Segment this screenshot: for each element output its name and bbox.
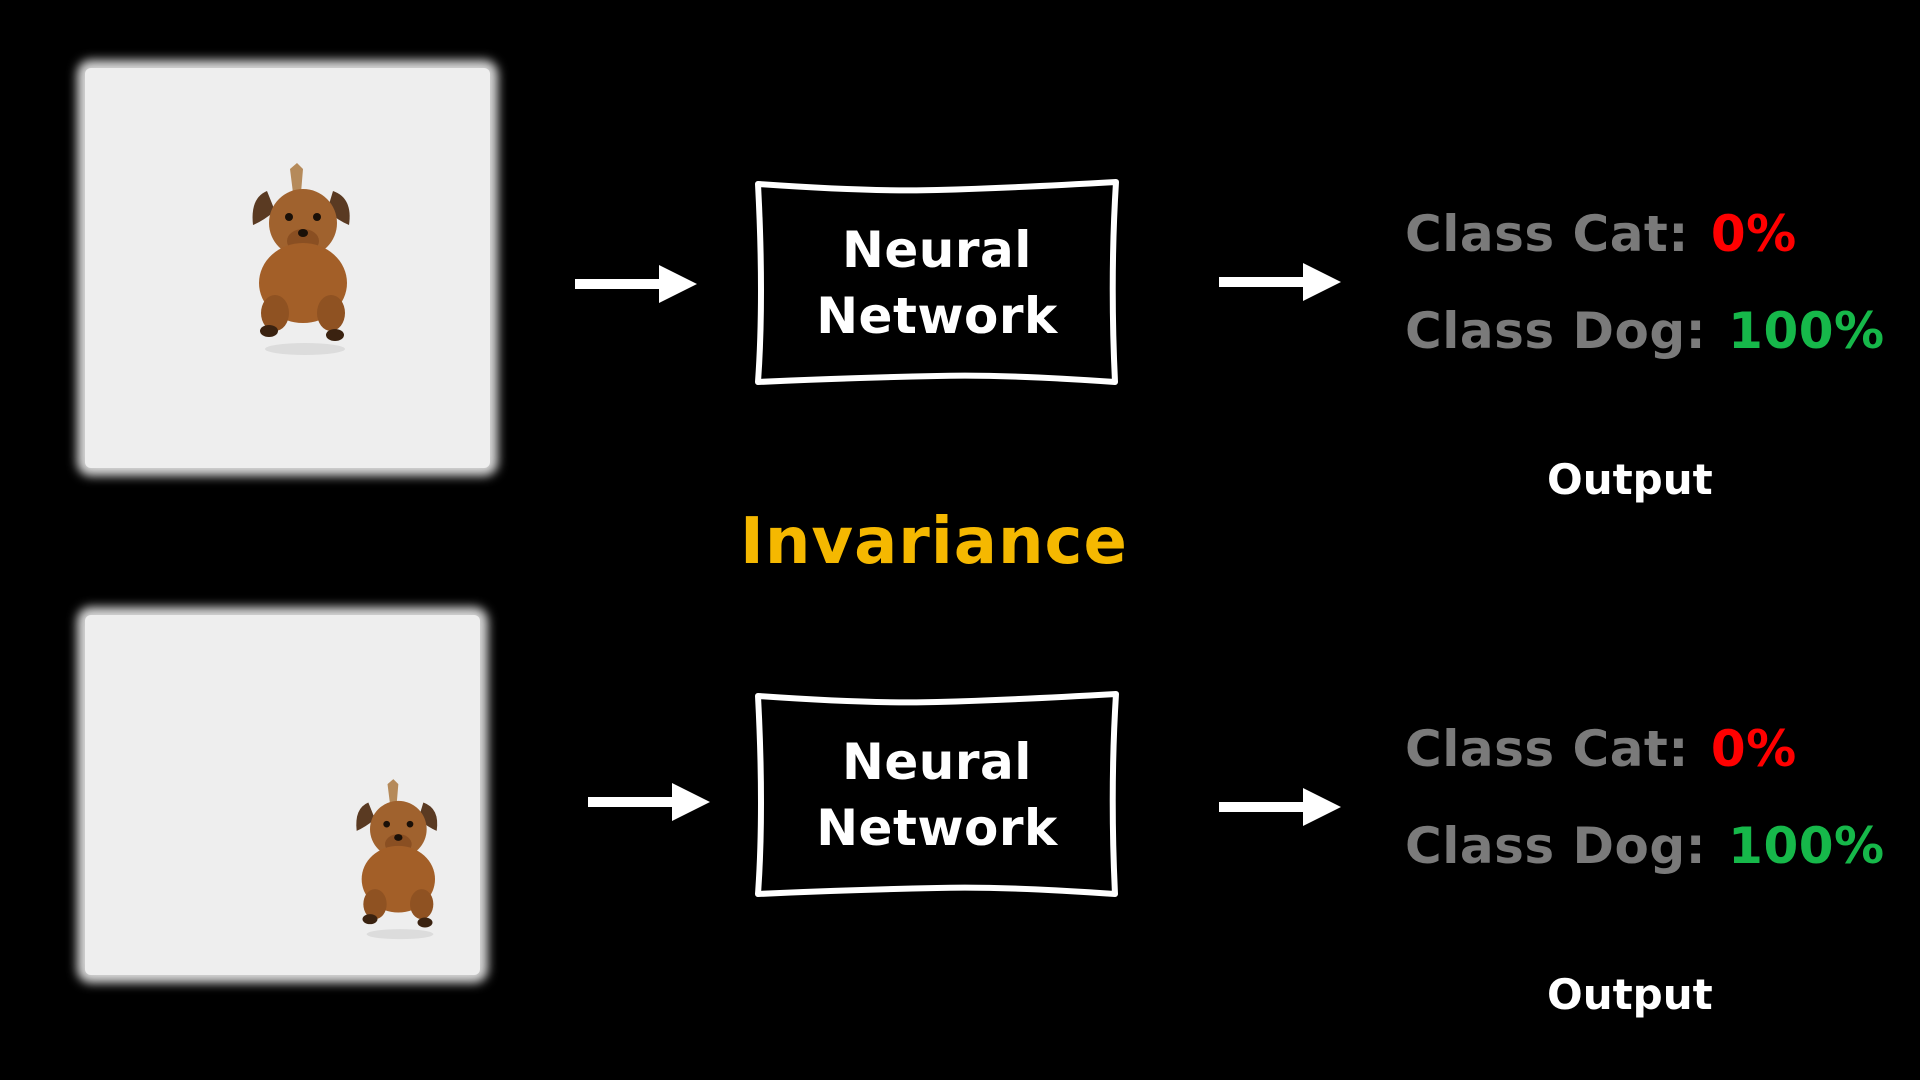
neural-network-box: Neural Network	[752, 690, 1122, 900]
class-cat-label: Class Cat:	[1405, 205, 1689, 263]
network-label-line1: Neural	[842, 733, 1032, 791]
invariance-title: Invariance	[740, 505, 1128, 579]
class-dog-label: Class Dog:	[1405, 302, 1707, 360]
arrow-right-icon	[1219, 788, 1341, 826]
arrow-right-icon	[588, 783, 710, 821]
network-label-line2: Network	[816, 287, 1058, 345]
arrow-right-icon	[575, 265, 697, 303]
dog-icon	[356, 779, 438, 940]
network-label-line2: Network	[816, 799, 1058, 857]
network-label-line1: Neural	[842, 221, 1032, 279]
class-cat-percent: 0%	[1710, 720, 1797, 778]
neural-network-box: Neural Network	[752, 178, 1122, 388]
class-cat-output: Class Cat: 0%	[1405, 205, 1797, 263]
class-dog-output: Class Dog: 100%	[1405, 817, 1885, 875]
arrow-right-icon	[1219, 263, 1341, 301]
output-label: Output	[1547, 970, 1713, 1019]
class-cat-label: Class Cat:	[1405, 720, 1689, 778]
class-cat-output: Class Cat: 0%	[1405, 720, 1797, 778]
dog-icon	[252, 163, 350, 355]
class-dog-label: Class Dog:	[1405, 817, 1707, 875]
input-image-dog-centered	[85, 68, 490, 468]
class-dog-output: Class Dog: 100%	[1405, 302, 1885, 360]
input-image-dog-shifted	[85, 615, 480, 975]
class-dog-percent: 100%	[1728, 817, 1885, 875]
class-cat-percent: 0%	[1710, 205, 1797, 263]
class-dog-percent: 100%	[1728, 302, 1885, 360]
output-label: Output	[1547, 455, 1713, 504]
